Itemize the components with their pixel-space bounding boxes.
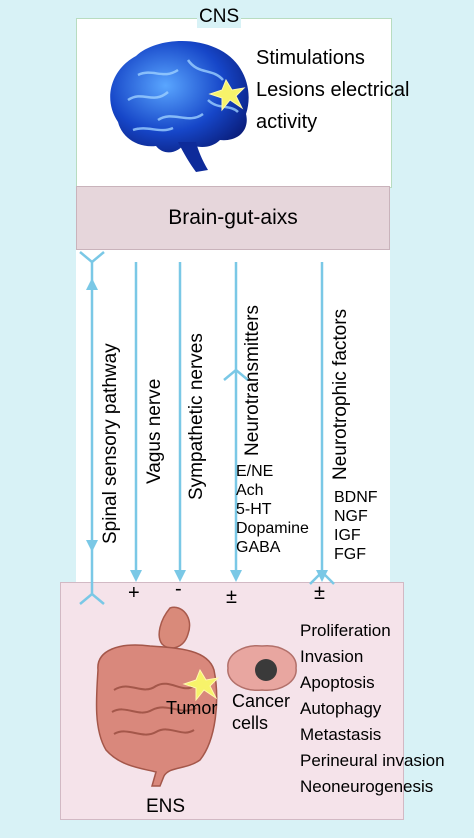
list-item: Proliferation <box>300 621 391 640</box>
stimulation-spark-icon <box>208 78 246 112</box>
axis-label: Brain-gut-aixs <box>168 206 298 229</box>
spinal-up-arrow <box>86 278 98 290</box>
brain-gut-axis-bar: Brain-gut-aixs <box>76 186 390 250</box>
cancer-cells-line-1: Cancer <box>232 691 291 711</box>
cns-label: CNS <box>197 6 242 28</box>
list-item: E/NE <box>236 463 274 480</box>
list-item: 5-HT <box>236 501 272 518</box>
pathway-label-neurotrophic: Neurotrophic factors <box>330 308 351 480</box>
list-item: Neoneurogenesis <box>300 777 434 796</box>
sympathetic-arrow <box>174 570 186 582</box>
cns-effect-1: Stimulations <box>256 47 365 69</box>
digestive-tract-illustration <box>95 606 220 787</box>
pathway-band <box>76 250 390 582</box>
list-item: Perineural invasion <box>300 751 445 770</box>
pathway-label-neurotransmitters: Neurotransmitters <box>242 305 263 456</box>
sympathetic-sign: - <box>175 578 182 600</box>
pathway-label-sympathetic: Sympathetic nerves <box>186 333 207 500</box>
list-item: Ach <box>236 482 264 499</box>
ens-label: ENS <box>146 796 186 817</box>
spinal-down-arrow <box>86 540 98 552</box>
tumor-label: Tumor <box>166 698 218 718</box>
list-item: NGF <box>334 508 368 525</box>
list-item: GABA <box>236 539 281 556</box>
pathway-label-vagus: Vagus nerve <box>144 378 165 484</box>
intestines-shape <box>95 644 218 787</box>
vagus-arrow <box>130 570 142 582</box>
neurotransmitter-list: E/NE Ach 5-HT Dopamine GABA <box>236 462 309 557</box>
neurotransmitter-arrow <box>230 570 242 582</box>
cns-effect-2: Lesions electrical <box>256 79 410 101</box>
neurotrophic-arrow <box>316 570 328 582</box>
pathway-label-spinal: Spinal sensory pathway <box>100 343 121 544</box>
vagus-sign: + <box>128 582 140 604</box>
neurotrophic-sign: ± <box>314 582 325 604</box>
list-item: Invasion <box>300 647 364 666</box>
stomach-shape <box>158 606 191 649</box>
tumor-outcomes-list: Proliferation Invasion Apoptosis Autopha… <box>300 618 445 800</box>
list-item: Apoptosis <box>300 673 375 692</box>
cancer-cells-label: Cancer cells <box>232 690 290 734</box>
list-item: Metastasis <box>300 725 382 744</box>
list-item: Autophagy <box>300 699 382 718</box>
cns-effect-3: activity <box>256 111 318 133</box>
cell-nucleus <box>255 659 277 681</box>
list-item: IGF <box>334 527 361 544</box>
list-item: BDNF <box>334 489 378 506</box>
neurotransmitter-sign: ± <box>226 586 237 608</box>
list-item: FGF <box>334 546 366 563</box>
cancer-cell-illustration <box>227 645 297 691</box>
cancer-cells-line-2: cells <box>232 713 269 733</box>
spinal-bottom-fork <box>79 592 105 605</box>
tumor-spark-icon <box>182 668 220 702</box>
brain-illustration <box>110 41 249 172</box>
neurotrophic-list: BDNF NGF IGF FGF <box>334 488 378 564</box>
list-item: Dopamine <box>236 520 309 537</box>
spinal-top-fork <box>79 251 105 264</box>
